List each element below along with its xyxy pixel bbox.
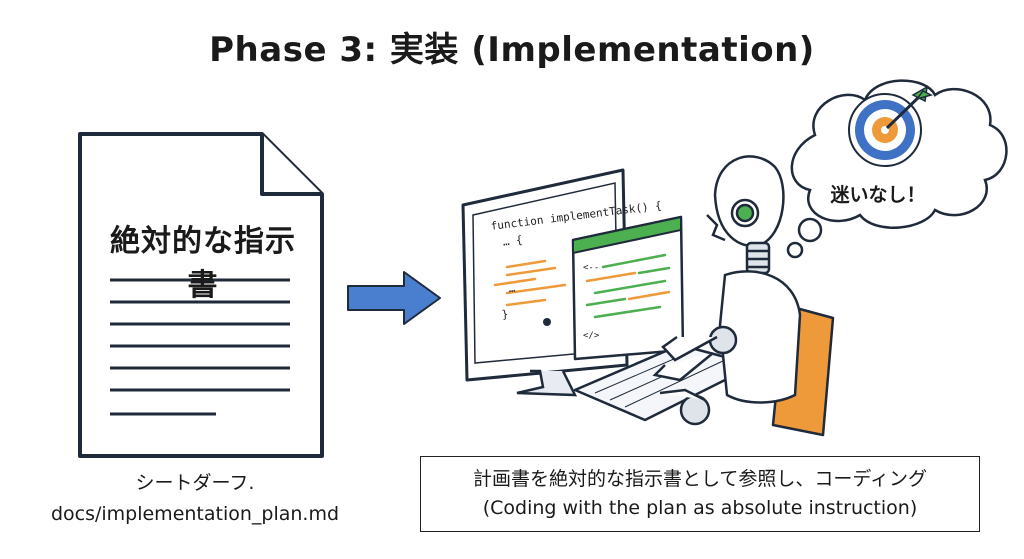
caption-box: 計画書を絶対的な指示書として参照し、コーディング (Coding with th… [420, 456, 980, 532]
robot-coding-illustration: <-- </> [461, 79, 1008, 437]
code-window: <-- </> [571, 215, 685, 361]
monitor-code: function implementTask() { … { … } [490, 199, 663, 322]
target-icon [848, 85, 934, 167]
document-caption: シートダーフ. docs/implementation_plan.md [40, 468, 350, 530]
document-icon [78, 132, 324, 458]
caption-line2: (Coding with the plan as absolute instru… [482, 497, 918, 519]
thought-text: 迷いなし！ [830, 184, 926, 206]
svg-text:</>: </> [583, 331, 600, 341]
page-title: Phase 3: 実装 (Implementation) [209, 30, 815, 70]
document-caption-line1: シートダーフ. [135, 472, 255, 494]
svg-text:<--: <-- [583, 263, 599, 273]
right-arrow-icon [347, 271, 441, 325]
document-caption-line2: docs/implementation_plan.md [50, 503, 340, 525]
robot [652, 155, 802, 426]
caption-line1: 計画書を絶対的な指示書として参照し、コーディング [472, 468, 928, 490]
document-heading: 絶対的な指示書 [110, 224, 296, 303]
